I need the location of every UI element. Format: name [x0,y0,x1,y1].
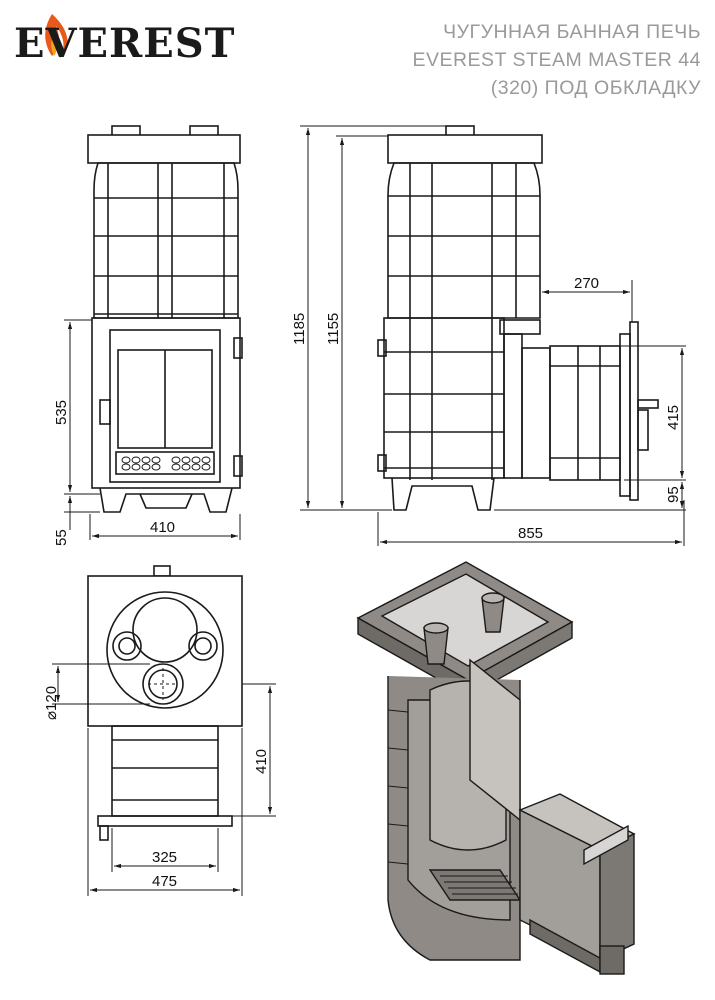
dim-tunnel-width: 325 [152,849,177,866]
dim-tunnel-height: 415 [665,405,682,430]
title-line-3: (320) ПОД ОБКЛАДКУ [490,77,701,99]
top-view [87,565,243,841]
side-dimensions [300,125,686,546]
brand-name: EVEREST [14,20,236,67]
title-line-2: EVEREST STEAM MASTER 44 [412,49,701,71]
side-view [377,125,659,511]
title-line-1: ЧУГУННАЯ БАННАЯ ПЕЧЬ [443,21,701,43]
dim-legs-height: 55 [53,529,70,546]
brand-logo: EVEREST [6,8,234,68]
dim-top-width: 475 [152,873,177,890]
dim-overall-depth: 855 [518,525,543,542]
dim-tunnel-length: 270 [574,275,599,292]
dim-overall-height: 1185 [291,313,308,345]
product-title: ЧУГУННАЯ БАННАЯ ПЕЧЬ EVEREST STEAM MASTE… [412,18,701,102]
dim-body-height: 1155 [325,313,342,345]
flame-icon [45,14,68,58]
dim-flue-diameter: ⌀120 [43,686,60,720]
top-dimensions [52,663,276,896]
dim-top-tunnel-length: 410 [253,749,270,774]
dim-front-width: 410 [150,519,175,536]
front-dimensions [64,319,241,540]
dim-tunnel-offset: 95 [665,486,682,503]
cutaway-3d-view [356,561,636,975]
front-view [87,125,243,513]
dim-door-height: 535 [53,400,70,425]
